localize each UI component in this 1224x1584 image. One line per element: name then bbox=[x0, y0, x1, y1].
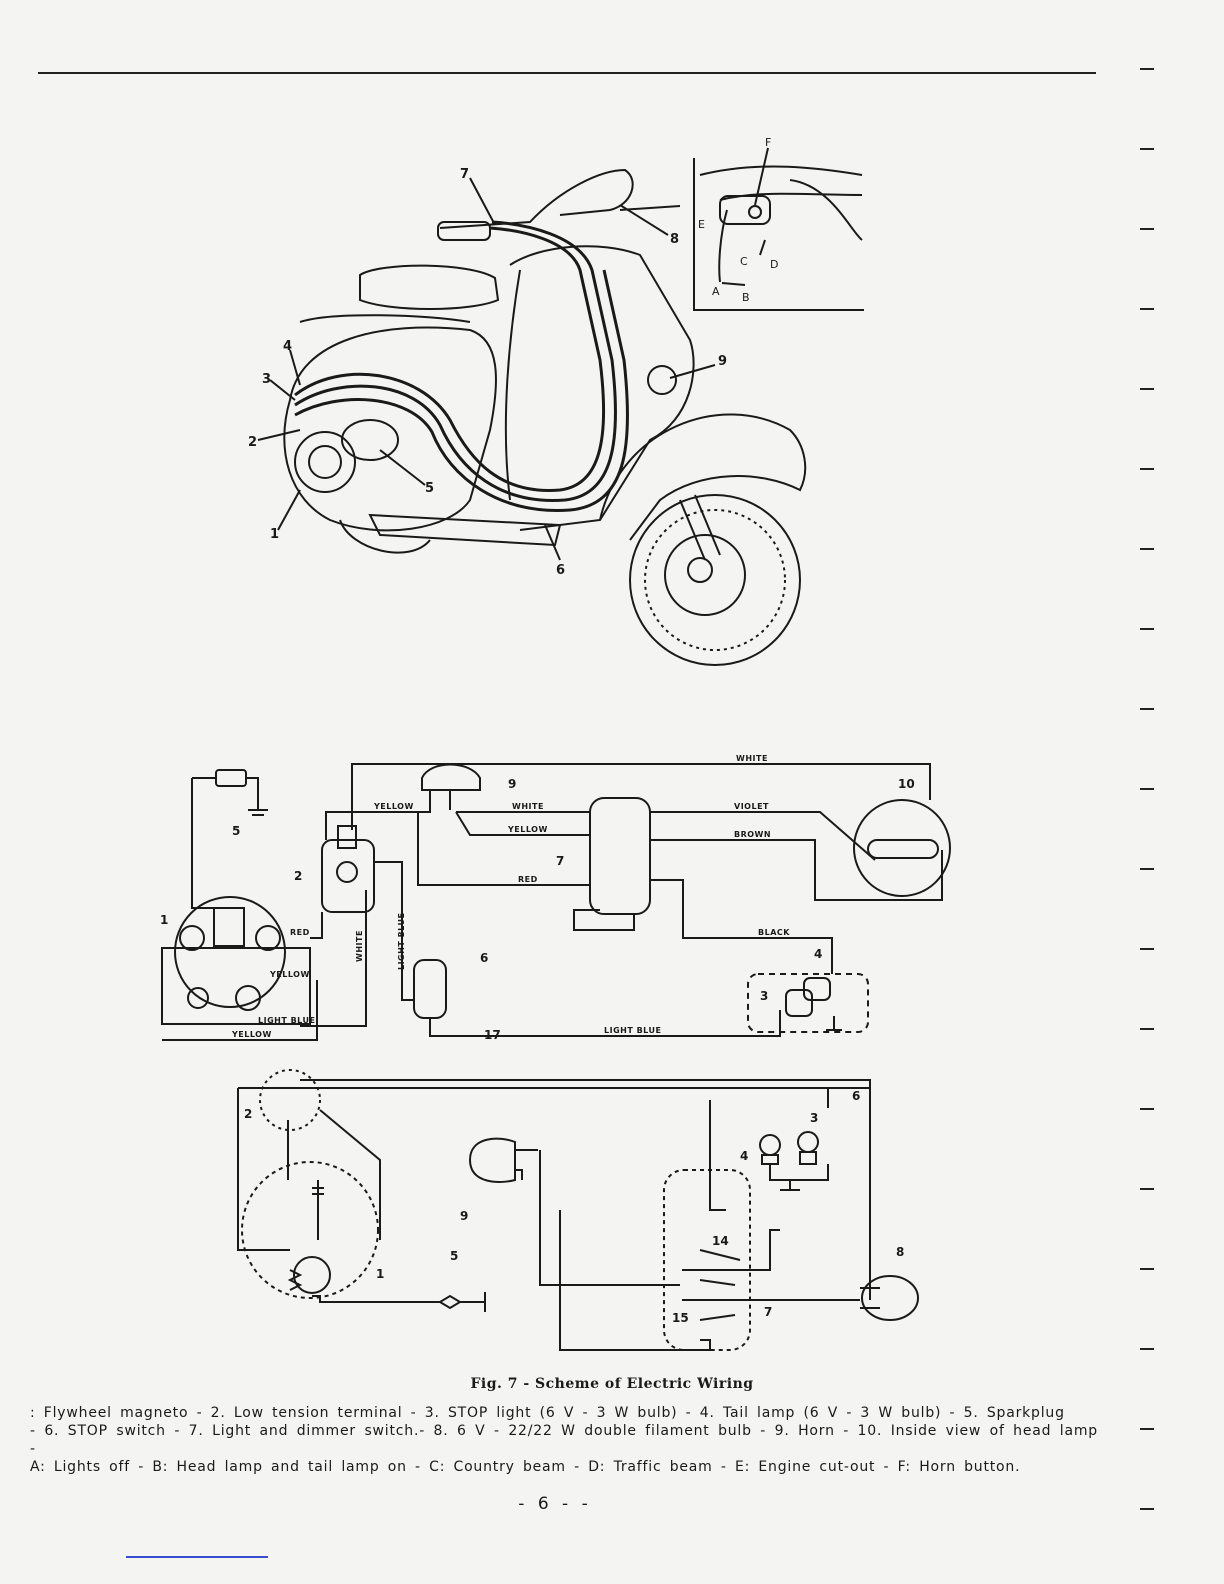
wire-label-red-2: RED bbox=[290, 928, 310, 937]
callout-4: 4 bbox=[283, 339, 292, 354]
callout-6: 6 bbox=[556, 563, 565, 578]
schematic-num-14: 14 bbox=[712, 1234, 729, 1248]
callout-8: 8 bbox=[670, 232, 679, 247]
wire-label-light-blue-2: LIGHT BLUE bbox=[604, 1026, 661, 1035]
figure-legend: : Flywheel magneto - 2. Low tension term… bbox=[30, 1404, 1098, 1476]
legend-line-1: : Flywheel magneto - 2. Low tension term… bbox=[30, 1405, 1065, 1421]
wire-label-17: 17 bbox=[484, 1028, 501, 1042]
margin-ticks bbox=[1140, 60, 1154, 1520]
wire-label-black: BLACK bbox=[758, 928, 790, 937]
legend-line-3: A: Lights off - B: Head lamp and tail la… bbox=[30, 1459, 1021, 1475]
bottom-link-underline[interactable] bbox=[126, 1556, 268, 1558]
schematic-num-7: 7 bbox=[764, 1305, 772, 1319]
wiring-num-2: 2 bbox=[294, 869, 302, 883]
callout-9: 9 bbox=[718, 354, 727, 369]
wiring-num-4: 4 bbox=[814, 947, 822, 961]
wire-label-white-2: WHITE bbox=[512, 802, 544, 811]
schematic-num-15: 15 bbox=[672, 1311, 689, 1325]
wiring-num-5: 5 bbox=[232, 824, 240, 838]
schematic-num-8: 8 bbox=[896, 1245, 904, 1259]
wiring-num-9: 9 bbox=[508, 777, 516, 791]
callout-7: 7 bbox=[460, 167, 469, 182]
inset-label-f: F bbox=[765, 136, 771, 149]
schematic-num-6: 6 bbox=[852, 1089, 860, 1103]
inset-label-c: C bbox=[740, 255, 748, 268]
callout-5: 5 bbox=[425, 481, 434, 496]
wiring-num-7: 7 bbox=[556, 854, 564, 868]
scooter-illustration: 7 8 9 4 3 2 5 1 6 F E C D bbox=[248, 136, 864, 666]
wire-label-yellow-2: YELLOW bbox=[507, 825, 548, 834]
wiring-num-10: 10 bbox=[898, 777, 915, 791]
wiring-num-6: 6 bbox=[480, 951, 488, 965]
wiring-diagram: WHITE YELLOW WHITE YELLOW RED VIOLET BRO… bbox=[160, 754, 951, 1042]
wiring-num-3: 3 bbox=[760, 989, 768, 1003]
schematic-num-1: 1 bbox=[376, 1267, 384, 1281]
page-number: - 6 - - bbox=[518, 1494, 592, 1514]
top-rule bbox=[38, 72, 1096, 74]
schematic-num-9: 9 bbox=[460, 1209, 468, 1223]
switch-inset bbox=[693, 147, 864, 311]
wire-label-yellow-1: YELLOW bbox=[373, 802, 414, 811]
wire-label-light-blue-v: LIGHT BLUE bbox=[397, 913, 406, 970]
callout-1: 1 bbox=[270, 527, 279, 542]
wire-label-brown: BROWN bbox=[734, 830, 771, 839]
wire-label-yellow-4: YELLOW bbox=[231, 1030, 272, 1039]
callout-3: 3 bbox=[262, 372, 271, 387]
inset-label-b: B bbox=[742, 291, 750, 304]
inset-label-a: A bbox=[712, 285, 720, 298]
wire-label-yellow-3: YELLOW bbox=[269, 970, 310, 979]
wire-label-white-top: WHITE bbox=[736, 754, 768, 763]
inset-label-e: E bbox=[698, 218, 705, 231]
inset-label-d: D bbox=[770, 258, 778, 271]
wire-label-red-1: RED bbox=[518, 875, 538, 884]
wire-label-violet: VIOLET bbox=[734, 802, 769, 811]
figure-title: Fig. 7 - Scheme of Electric Wiring bbox=[470, 1376, 754, 1392]
callout-2: 2 bbox=[248, 435, 257, 450]
schematic-num-4: 4 bbox=[740, 1149, 748, 1163]
schematic-num-5: 5 bbox=[450, 1249, 458, 1263]
schematic-diagram: 2 6 3 4 9 14 8 5 1 15 7 bbox=[237, 1069, 919, 1351]
schematic-num-3: 3 bbox=[810, 1111, 818, 1125]
wiring-num-1: 1 bbox=[160, 913, 168, 927]
schematic-num-2: 2 bbox=[244, 1107, 252, 1121]
wire-label-white-3: WHITE bbox=[355, 930, 364, 962]
legend-line-2: - 6. STOP switch - 7. Light and dimmer s… bbox=[30, 1423, 1098, 1457]
wire-label-light-blue-1: LIGHT BLUE bbox=[258, 1016, 315, 1025]
